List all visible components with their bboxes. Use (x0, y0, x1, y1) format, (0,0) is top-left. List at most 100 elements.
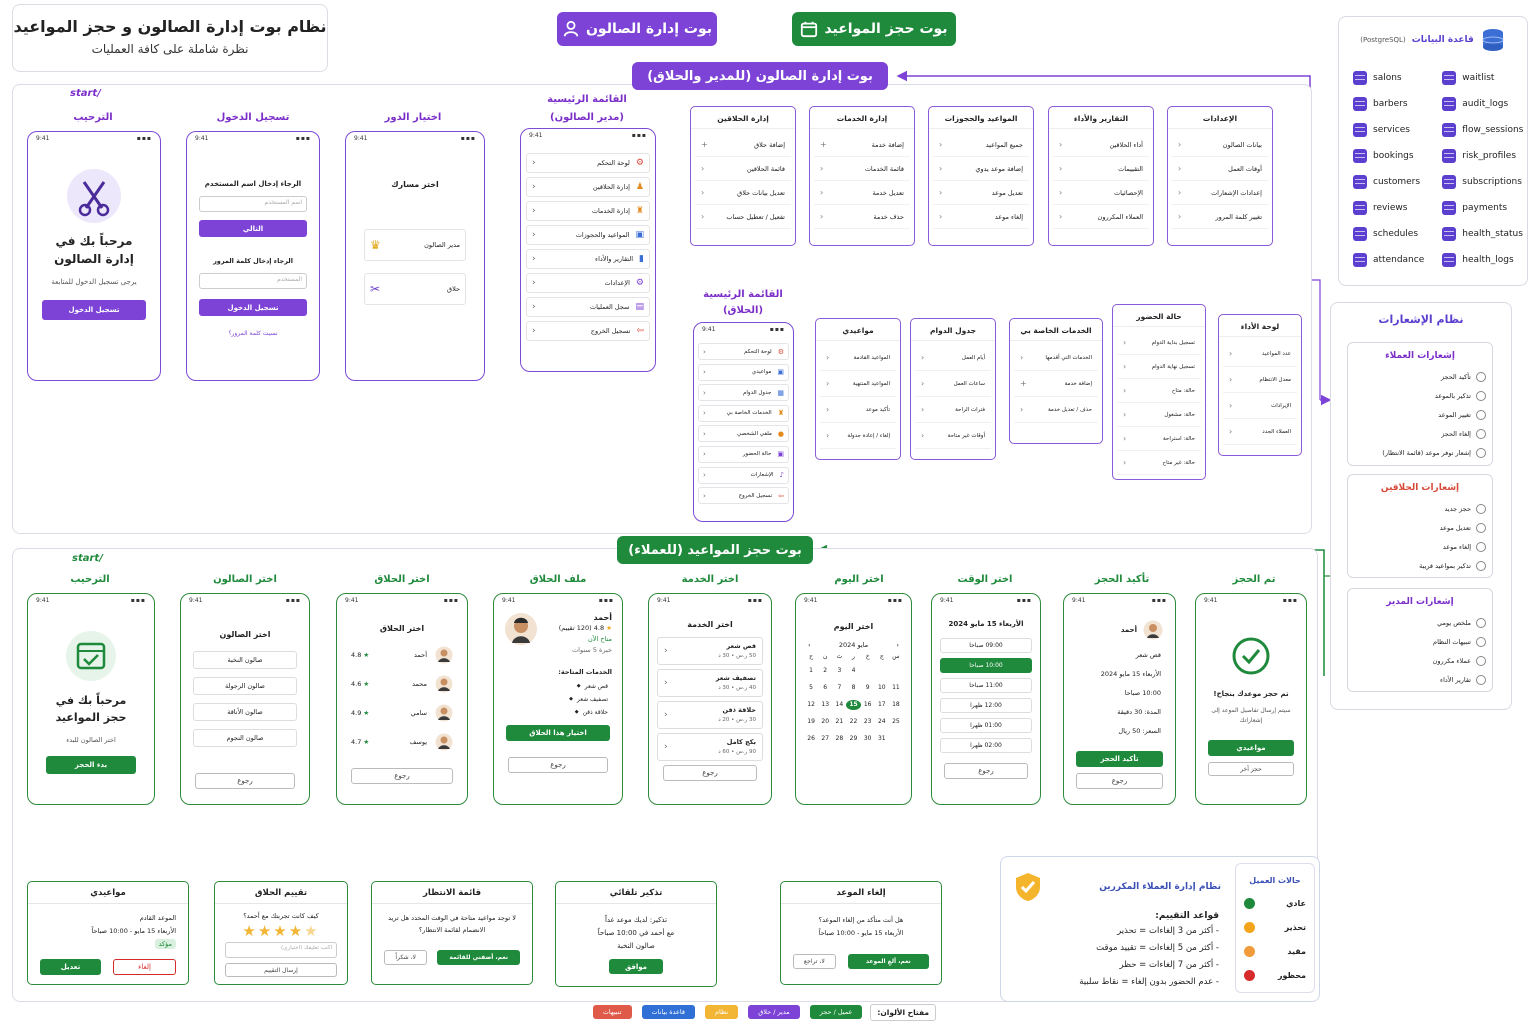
barber-card-item[interactable]: الإيرادات‹ (1223, 393, 1297, 419)
time-slot[interactable]: 09:00 صباحا (940, 638, 1032, 653)
barber-menu-item[interactable]: ♜الخدمات الخاصة بي‹ (698, 404, 789, 422)
barber-card-item[interactable]: تسجيل نهاية الدوام‹ (1117, 355, 1201, 379)
barber-card-item[interactable]: عدد المواعيد‹ (1223, 341, 1297, 367)
barber-menu-item[interactable]: ⇦تسجيل الخروج‹ (698, 487, 789, 505)
rating-comment-input[interactable]: اكتب تعليقك (اختياري) (225, 942, 337, 958)
admin-welcome-login-button[interactable]: تسجيل الدخول (42, 300, 146, 320)
role-barber-option[interactable]: حلاق ✂ (364, 273, 466, 305)
barber-menu-item[interactable]: ●ملفي الشخصي‹ (698, 425, 789, 443)
calendar-day[interactable]: 19 (807, 718, 815, 725)
confirm-booking-button[interactable]: تأكيد الحجز (1076, 751, 1163, 767)
calendar-day[interactable]: 16 (863, 701, 872, 708)
barber-menu-item[interactable]: ▣حالة الحضور‹ (698, 445, 789, 463)
barber-card-item[interactable]: العملاء الجدد‹ (1223, 419, 1297, 445)
manager-card-item[interactable]: إضافة خدمة+ (814, 133, 910, 157)
barber-menu-item[interactable]: ♪الإشعارات‹ (698, 466, 789, 484)
forgot-password-link[interactable]: نسيت كلمة المرور؟ (228, 330, 278, 337)
next-month-icon[interactable]: › (896, 641, 899, 649)
manager-card-item[interactable]: إلغاء موعد‹ (933, 205, 1029, 229)
role-manager-option[interactable]: مدير الصالون ♛ (364, 229, 466, 261)
calendar-day[interactable]: 23 (863, 718, 872, 725)
calendar-day[interactable]: 4 (851, 667, 856, 674)
calendar-day[interactable]: 14 (835, 701, 844, 708)
login-button[interactable]: تسجيل الدخول (199, 299, 307, 316)
submit-rating-button[interactable]: إرسال التقييم (225, 963, 337, 977)
calendar-day[interactable]: 25 (892, 718, 900, 725)
manager-menu-item[interactable]: ▮التقارير والأداء‹ (526, 249, 650, 269)
manager-card-item[interactable]: إضافة موعد يدوي‹ (933, 157, 1029, 181)
barber-card-item[interactable]: تسجيل بداية الدوام‹ (1117, 331, 1201, 355)
manager-card-item[interactable]: قائمة الحلاقين‹ (695, 157, 791, 181)
barber-card-item[interactable]: حذف / تعديل خدمة‹ (1014, 397, 1098, 423)
star-icon[interactable]: ★ (304, 922, 320, 940)
barber-card-item[interactable]: المواعيد المنتهية‹ (820, 371, 896, 397)
calendar-day[interactable]: 3 (837, 667, 842, 674)
decline-waitlist-button[interactable]: لا، شكراً (384, 950, 428, 965)
calendar-day[interactable]: 1 (809, 667, 813, 674)
prev-month-icon[interactable]: ‹ (808, 641, 811, 649)
manager-card-item[interactable]: قائمة الخدمات‹ (814, 157, 910, 181)
calendar-day[interactable]: 21 (835, 718, 844, 725)
time-slot-selected[interactable]: 10:00 صباحا (940, 658, 1032, 673)
calendar-day[interactable]: 8 (851, 684, 856, 691)
profile-back-button[interactable]: رجوع (508, 757, 608, 773)
edit-booking-button[interactable]: تعديل (40, 959, 101, 975)
calendar-day[interactable]: 24 (877, 718, 886, 725)
start-booking-button[interactable]: بدء الحجز (46, 756, 136, 774)
manager-card-item[interactable]: التقييمات‹ (1053, 157, 1149, 181)
manager-menu-item[interactable]: ♟إدارة الحلاقين‹ (526, 177, 650, 197)
calendar-day[interactable]: 17 (877, 701, 886, 708)
calendar-day[interactable]: 30 (863, 735, 872, 742)
calendar-day-selected[interactable]: 15 (846, 700, 861, 710)
manager-card-item[interactable]: أوقات العمل‹ (1172, 157, 1268, 181)
calendar-day[interactable]: 2 (823, 667, 828, 674)
barber-menu-item[interactable]: ⚙لوحة التحكم‹ (698, 343, 789, 360)
manager-menu-item[interactable]: ♜إدارة الخدمات‹ (526, 201, 650, 221)
star-icon[interactable]: ★ (273, 922, 289, 940)
calendar-day[interactable]: 6 (823, 684, 828, 691)
barber-card-item[interactable]: فترات الراحة‹ (915, 397, 991, 423)
calendar-day[interactable]: 28 (835, 735, 844, 742)
manager-card-item[interactable]: حذف خدمة‹ (814, 205, 910, 229)
calendar-day[interactable]: 7 (837, 684, 842, 691)
time-back-button[interactable]: رجوع (944, 763, 1028, 779)
manager-card-item[interactable]: تعديل خدمة‹ (814, 181, 910, 205)
calendar-day[interactable]: 20 (821, 718, 830, 725)
salon-back-button[interactable]: رجوع (195, 773, 295, 789)
time-slot[interactable]: 12:00 ظهرا (940, 698, 1032, 713)
manager-menu-item[interactable]: ▣المواعيد والحجوزات‹ (526, 225, 650, 245)
calendar-day[interactable]: 11 (892, 684, 900, 691)
calendar-day[interactable]: 5 (809, 684, 813, 691)
manager-menu-item[interactable]: ⇦تسجيل الخروج‹ (526, 321, 650, 341)
manager-card-item[interactable]: تعديل بيانات حلاق‹ (695, 181, 791, 205)
manager-menu-item[interactable]: ▤سجل العمليات‹ (526, 297, 650, 317)
star-icon[interactable]: ★ (288, 922, 305, 940)
salon-option[interactable]: صالون الأناقة (193, 703, 297, 721)
barber-card-item[interactable]: أوقات غير متاحة‹ (915, 423, 991, 449)
calendar-day[interactable]: 10 (877, 684, 886, 691)
barber-card-item[interactable]: ساعات العمل‹ (915, 371, 991, 397)
barber-card-item[interactable]: الخدمات التي أقدمها‹ (1014, 345, 1098, 371)
barber-menu-item[interactable]: ▦جدول الدوام‹ (698, 384, 789, 402)
barber-card-item[interactable]: حالة: متاح‹ (1117, 379, 1201, 403)
select-this-barber-button[interactable]: اختيار هذا الحلاق (506, 725, 610, 741)
manager-card-item[interactable]: تفعيل / تعطيل حساب‹ (695, 205, 791, 229)
star-icon[interactable]: ★ (242, 922, 258, 940)
barber-card-item[interactable]: إضافة خدمة+ (1014, 371, 1098, 397)
barber-card-item[interactable]: إلغاء / إعادة جدولة‹ (820, 423, 896, 449)
manager-menu-item[interactable]: ⚙لوحة التحكم‹ (526, 153, 650, 173)
time-slot[interactable]: 02:00 ظهرا (940, 738, 1032, 753)
barber-card-item[interactable]: المواعيد القادمة‹ (820, 345, 896, 371)
manager-card-item[interactable]: أداء الحلاقين‹ (1053, 133, 1149, 157)
barber-menu-item[interactable]: ▣مواعيدي‹ (698, 363, 789, 381)
next-button[interactable]: التالي (199, 220, 307, 237)
barber-back-button[interactable]: رجوع (351, 768, 453, 784)
star-icon[interactable]: ★ (257, 922, 274, 940)
rating-stars[interactable]: ★★★★★ (215, 922, 347, 940)
salon-option[interactable]: صالون الرجولة (193, 677, 297, 695)
